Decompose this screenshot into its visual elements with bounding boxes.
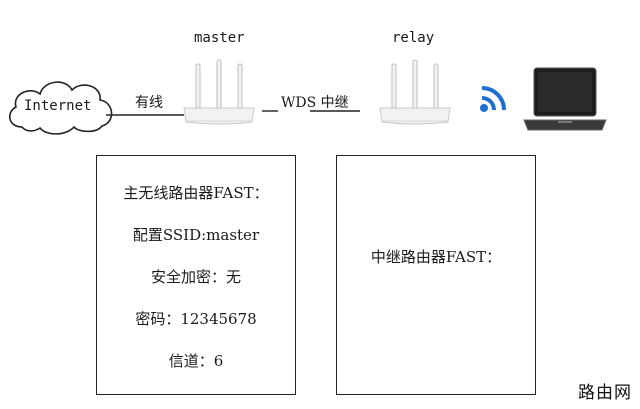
wds-link-line [262,110,360,112]
wired-link-line [106,114,184,116]
relay-config-panel: 中继路由器FAST： [336,155,536,395]
wired-label: 有线 [135,95,163,111]
internet-label: Internet [24,98,92,114]
cloud-icon [9,81,113,135]
laptop-icon [523,67,607,131]
relay-panel-title: 中继路由器FAST： [370,248,502,266]
router-icon [379,59,451,125]
router-icon [183,59,255,125]
watermark: 路由网 [578,383,632,403]
master-channel: 信道：6 [168,352,224,370]
master-panel-title: 主无线路由器FAST： [123,184,269,202]
wds-link-label: WDS 中继 [281,95,349,111]
master-security: 安全加密：无 [150,268,241,286]
master-config-panel: 主无线路由器FAST： 配置SSID:master 安全加密：无 密码：1234… [96,155,296,395]
relay-label: relay [392,30,435,46]
master-ssid: 配置SSID:master [132,226,260,244]
master-label: master [194,30,245,46]
wifi-icon [480,86,506,112]
master-password: 密码：12345678 [135,310,257,328]
